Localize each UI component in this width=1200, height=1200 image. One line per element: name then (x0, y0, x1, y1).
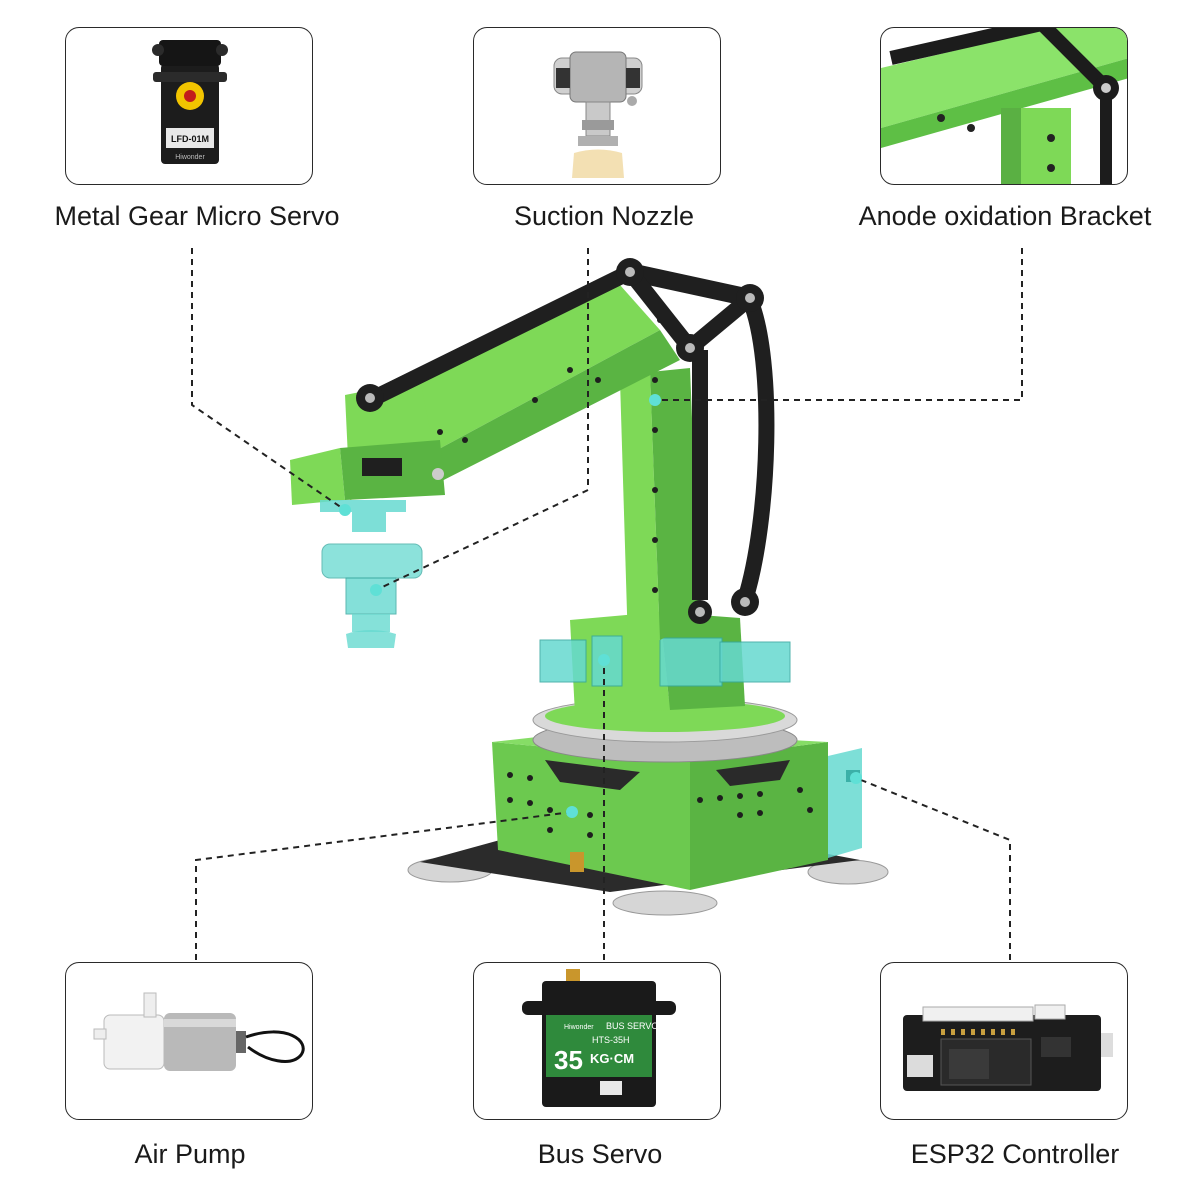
bus-servo-brand: Hiwonder (564, 1024, 594, 1031)
shoulder-assembly (539, 612, 791, 714)
rear-link (688, 296, 775, 624)
air-pump-image (93, 992, 305, 1071)
leader-suction-nozzle (375, 248, 589, 591)
leader-anode-bracket (655, 248, 1023, 401)
micro-servo-brand: Hiwonder (175, 154, 205, 161)
esp32-controller-label: ESP32 Controller (910, 1139, 1120, 1169)
bus-servo-unit: KG·CM (590, 1051, 634, 1066)
bus-servo-image: Hiwonder BUS SERVO HTS-35H 35 KG·CM (522, 969, 676, 1107)
air-pump-card (65, 962, 313, 1120)
esp32-controller-card (880, 962, 1128, 1120)
top-link (356, 258, 764, 412)
leader-micro-servo (191, 248, 346, 511)
side-controller-bracket (828, 748, 862, 858)
bus-servo-label: Bus Servo (537, 1139, 663, 1169)
micro-servo-label: Metal Gear Micro Servo (54, 201, 340, 231)
anode-bracket-image (881, 28, 1127, 184)
air-pump-label: Air Pump (134, 1139, 246, 1169)
micro-servo-image: LFD-01M Hiwonder (152, 40, 228, 164)
suction-nozzle-image (553, 51, 643, 178)
esp32-controller-image (903, 1004, 1113, 1091)
anode-bracket-card (880, 27, 1128, 185)
bus-servo-type: BUS SERVO (606, 1021, 658, 1031)
upright-bracket (620, 368, 700, 646)
suction-nozzle-card (473, 27, 721, 185)
end-effector (290, 440, 445, 648)
micro-servo-model: LFD-01M (171, 134, 209, 144)
bus-servo-model: HTS-35H (592, 1035, 630, 1045)
leader-air-pump (195, 811, 573, 960)
bus-servo-torque: 35 (554, 1045, 583, 1075)
suction-nozzle-label: Suction Nozzle (513, 201, 695, 231)
leader-lines (191, 248, 1023, 960)
leader-dots (339, 394, 862, 818)
micro-servo-card: LFD-01M Hiwonder (65, 27, 313, 185)
anode-bracket-label: Anode oxidation Bracket (858, 201, 1152, 231)
bus-servo-card: Hiwonder BUS SERVO HTS-35H 35 KG·CM (473, 962, 721, 1120)
